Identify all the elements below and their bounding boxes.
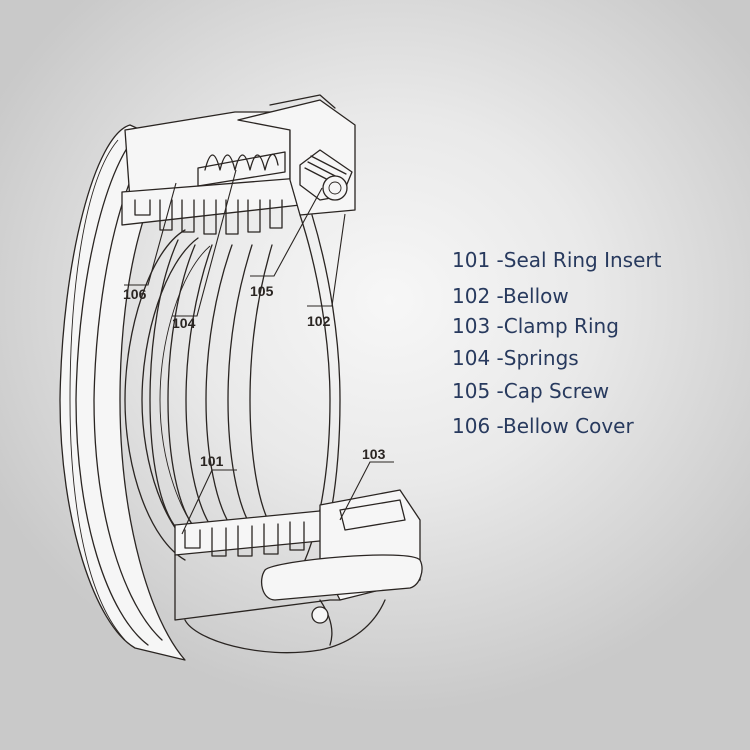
callout-label-102: 102 <box>307 313 331 329</box>
legend-item-101: 101 -Seal Ring Insert <box>452 248 662 272</box>
ring-right-edge-inner <box>311 214 341 541</box>
callout-101: 101 <box>181 453 237 535</box>
callout-label-101: 101 <box>200 453 224 469</box>
callout-104: 104 <box>172 169 237 331</box>
callout-label-105: 105 <box>250 283 274 299</box>
cap-screw <box>299 149 353 201</box>
bottom-cross-section <box>174 489 423 654</box>
callout-106: 106 <box>123 182 177 302</box>
legend-item-105: 105 -Cap Screw <box>452 379 610 403</box>
callout-label-104: 104 <box>172 315 196 331</box>
legend-item-103: 103 -Clamp Ring <box>452 314 619 338</box>
legend-item-104: 104 -Springs <box>452 346 579 370</box>
callout-103: 103 <box>339 446 394 521</box>
callout-label-106: 106 <box>123 286 147 302</box>
legend-item-106: 106 -Bellow Cover <box>452 414 634 438</box>
callout-102: 102 <box>307 213 346 329</box>
legend-item-102: 102 -Bellow <box>452 284 569 308</box>
callout-105: 105 <box>250 187 323 299</box>
outer-ring <box>59 124 186 661</box>
bellow-convolutions <box>149 239 273 531</box>
callout-label-103: 103 <box>362 446 386 462</box>
